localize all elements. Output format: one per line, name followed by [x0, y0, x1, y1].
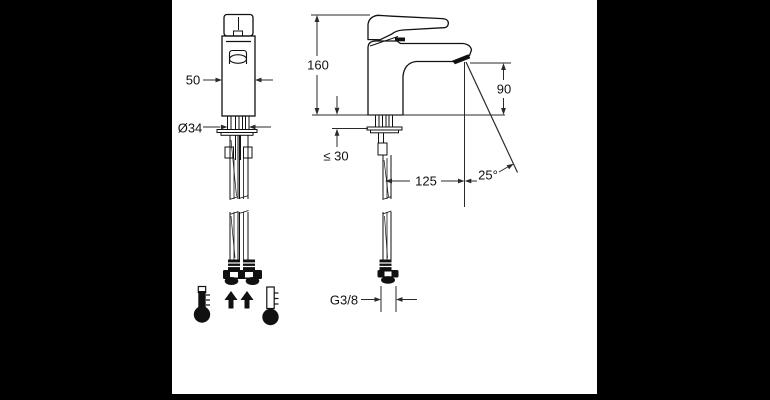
drawing-sheet: 50 Ø34 160 90 ≤ 30 125 25° G3/8: [172, 0, 597, 394]
side-supply-hose: [382, 155, 392, 260]
front-handle: [223, 13, 254, 37]
side-hose-connector: [377, 259, 399, 284]
base-diameter-label: Ø34: [177, 120, 203, 136]
width-dimension: [203, 77, 273, 83]
technical-drawing: [193, 13, 519, 326]
side-body-spout: [367, 40, 473, 116]
front-supply-hoses: [229, 135, 249, 260]
side-lever-handle: [367, 14, 449, 41]
side-shank: [366, 115, 403, 156]
front-aerator: [228, 54, 248, 64]
side-aerator-outlet: [452, 54, 471, 65]
outlet-height-label: 90: [496, 81, 512, 97]
diameter-dimension: [203, 124, 271, 130]
reach-dimension: [385, 178, 465, 184]
spout-reach-label: 125: [415, 173, 437, 189]
front-width-label: 50: [185, 72, 201, 88]
dual-supply-up-arrows-icon: [224, 291, 254, 309]
hot-water-thermometer-icon: [193, 285, 211, 323]
angle-dimension: [464, 163, 514, 184]
outlet-height-dimension: [470, 62, 511, 115]
supply-thread-label: G3/8: [329, 292, 359, 308]
deck-thickness-dimension: [332, 96, 368, 147]
stream-angle-label: 25°: [478, 167, 498, 183]
front-body: [221, 35, 256, 117]
side-view: [366, 14, 473, 284]
cold-water-thermometer-icon: [262, 286, 279, 326]
total-height-label: 160: [307, 57, 329, 73]
front-hose-connectors: [223, 259, 262, 285]
water-stream-line: [465, 61, 519, 173]
front-shank: [216, 116, 258, 160]
deck-thickness-label: ≤ 30: [323, 148, 349, 164]
side-index-mark: [395, 37, 405, 42]
front-view: [216, 13, 262, 285]
thread-dimension: [361, 286, 417, 312]
height-dimension: [311, 14, 370, 115]
